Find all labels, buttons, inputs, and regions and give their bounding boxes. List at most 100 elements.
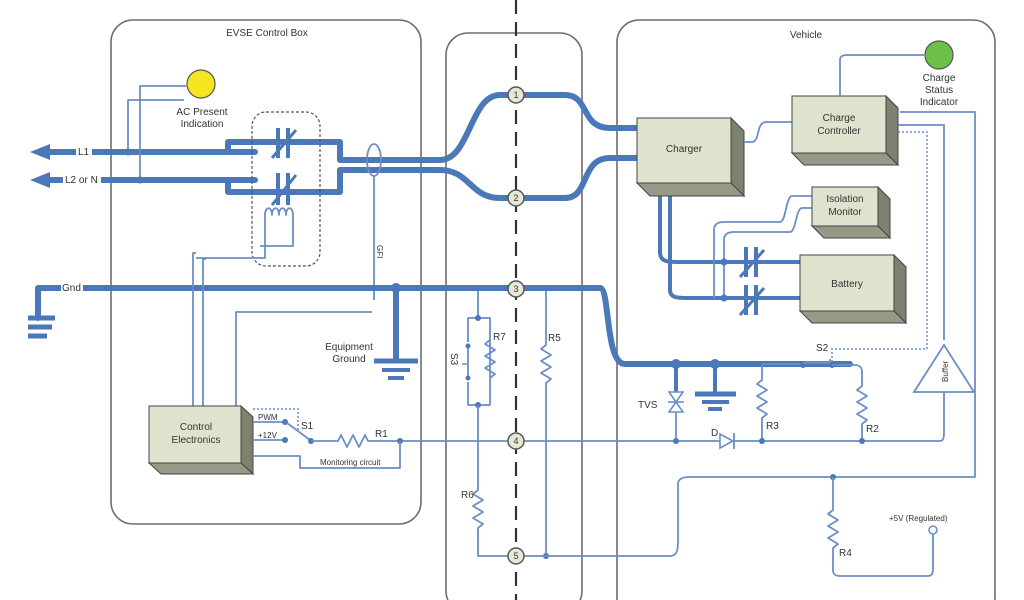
isolation-monitor-block: Isolation Monitor bbox=[810, 185, 892, 240]
ac-indicator-wire-2 bbox=[139, 85, 186, 180]
equipment-ground-label-1: Equipment bbox=[325, 342, 373, 353]
ac-present-label-1: AC Present bbox=[176, 107, 227, 118]
battery-contactor-2-icon bbox=[738, 285, 766, 316]
svg-text:Electronics: Electronics bbox=[172, 435, 221, 446]
svg-text:Control: Control bbox=[180, 422, 212, 433]
vehicle-title: Vehicle bbox=[790, 30, 823, 41]
l1-label: L1 bbox=[78, 147, 90, 158]
gfi-label: GFI bbox=[375, 245, 384, 258]
diode-d-icon bbox=[719, 432, 735, 450]
svg-text:Charger: Charger bbox=[666, 144, 703, 155]
r7-label: R7 bbox=[493, 332, 506, 343]
control-pilot-wire bbox=[522, 392, 945, 442]
svg-text:Charge: Charge bbox=[823, 113, 856, 124]
connector-pin-1: 1 bbox=[507, 86, 525, 104]
contactor-coil-icon bbox=[196, 207, 294, 259]
battery-contactor-1-icon bbox=[738, 247, 766, 278]
evse-control-box bbox=[110, 19, 422, 525]
charge-status-label-1: Charge bbox=[923, 73, 956, 84]
status-indicator-wire bbox=[839, 54, 924, 96]
contactor-l1-icon bbox=[270, 128, 298, 159]
r7-s3-loop bbox=[467, 317, 491, 406]
d-label: D bbox=[711, 428, 718, 439]
ac-present-indicator-icon bbox=[186, 69, 216, 99]
proximity-wire bbox=[522, 111, 976, 557]
l2-main-wire bbox=[225, 155, 641, 201]
svg-text:Monitor: Monitor bbox=[828, 207, 862, 218]
svg-text:Buffer: Buffer bbox=[941, 360, 950, 382]
monitoring-wire bbox=[253, 441, 401, 469]
charge-status-label-3: Indicator bbox=[920, 97, 959, 108]
gfi-control-wire bbox=[235, 311, 372, 406]
ground-wire bbox=[35, 285, 853, 367]
ac-indicator-wire-1 bbox=[127, 99, 184, 152]
charge-status-indicator-icon bbox=[924, 40, 954, 70]
monitoring-label: Monitoring circuit bbox=[320, 458, 381, 467]
battery-block: Battery bbox=[798, 253, 908, 325]
charge-controller-block: Charge Controller bbox=[790, 94, 900, 167]
r6-label: R6 bbox=[461, 490, 474, 501]
plus5v-label: +5V (Regulated) bbox=[889, 514, 948, 523]
s1-control-dotted bbox=[253, 408, 299, 430]
contactor-enclosure bbox=[251, 111, 321, 267]
connector-pin-2: 2 bbox=[507, 189, 525, 207]
connector-box bbox=[445, 32, 583, 600]
r1-resistor-icon bbox=[311, 434, 510, 448]
buffer-output-wire bbox=[898, 124, 945, 340]
svg-text:3: 3 bbox=[513, 284, 518, 294]
connector-pin-4: 4 bbox=[507, 432, 525, 450]
r6-resistor-icon bbox=[472, 405, 510, 557]
r5-label: R5 bbox=[548, 333, 561, 344]
dc-positive-wire bbox=[658, 180, 802, 264]
l1-main-wire bbox=[225, 92, 641, 163]
charger-controller-wire bbox=[744, 121, 792, 143]
svg-text:4: 4 bbox=[513, 436, 518, 446]
r3-resistor-icon bbox=[756, 364, 768, 441]
coil-control-wire bbox=[192, 252, 196, 406]
ac-present-label-2: Indication bbox=[181, 119, 224, 130]
control-electronics-block: Control Electronics bbox=[147, 404, 255, 476]
r3-label: R3 bbox=[766, 421, 779, 432]
earth-ground-icon bbox=[28, 315, 55, 339]
pwm-label: PWM bbox=[258, 413, 278, 422]
l2-arrow-icon bbox=[30, 172, 50, 188]
contactor-l2-icon bbox=[270, 173, 298, 206]
r5-resistor-icon bbox=[540, 288, 552, 556]
svg-text:Battery: Battery bbox=[831, 279, 863, 290]
s2-label: S2 bbox=[816, 343, 829, 354]
vehicle-box bbox=[616, 19, 996, 600]
svg-text:5: 5 bbox=[513, 551, 518, 561]
gnd-label: Gnd bbox=[62, 283, 81, 294]
tvs-diode-icon bbox=[667, 391, 685, 441]
plus5v-terminal-icon bbox=[928, 525, 938, 535]
dc-negative-wire bbox=[668, 180, 802, 300]
buffer-amplifier-icon: Buffer bbox=[912, 343, 976, 393]
r7-resistor-icon bbox=[484, 339, 496, 379]
s1-switch-icon[interactable] bbox=[286, 422, 311, 441]
r2-resistor-icon bbox=[832, 364, 868, 441]
r4-label: R4 bbox=[839, 548, 852, 559]
coil-control-wire-2 bbox=[202, 258, 206, 406]
s1-label: S1 bbox=[301, 421, 314, 432]
charge-status-label-2: Status bbox=[925, 85, 953, 96]
connector-pin-5: 5 bbox=[507, 547, 525, 565]
l2-label: L2 or N bbox=[65, 175, 98, 186]
svg-text:2: 2 bbox=[513, 193, 518, 203]
evse-title: EVSE Control Box bbox=[226, 28, 308, 39]
svg-text:Controller: Controller bbox=[817, 126, 861, 137]
s3-label: S3 bbox=[448, 353, 459, 366]
r4-resistor-icon bbox=[827, 477, 934, 577]
s2-control-dotted bbox=[831, 131, 928, 362]
l1-arrow-icon bbox=[30, 144, 50, 160]
r2-label: R2 bbox=[866, 424, 879, 435]
charger-block: Charger bbox=[635, 116, 746, 198]
svg-text:1: 1 bbox=[513, 90, 518, 100]
plus12v-label: +12V bbox=[258, 431, 278, 440]
equipment-ground-label-2: Ground bbox=[332, 354, 365, 365]
chassis-ground-icon bbox=[695, 391, 736, 411]
svg-text:Isolation: Isolation bbox=[826, 194, 863, 205]
tvs-label: TVS bbox=[638, 400, 658, 411]
connector-pin-3: 3 bbox=[507, 280, 525, 298]
isolation-wire-2 bbox=[723, 207, 812, 262]
